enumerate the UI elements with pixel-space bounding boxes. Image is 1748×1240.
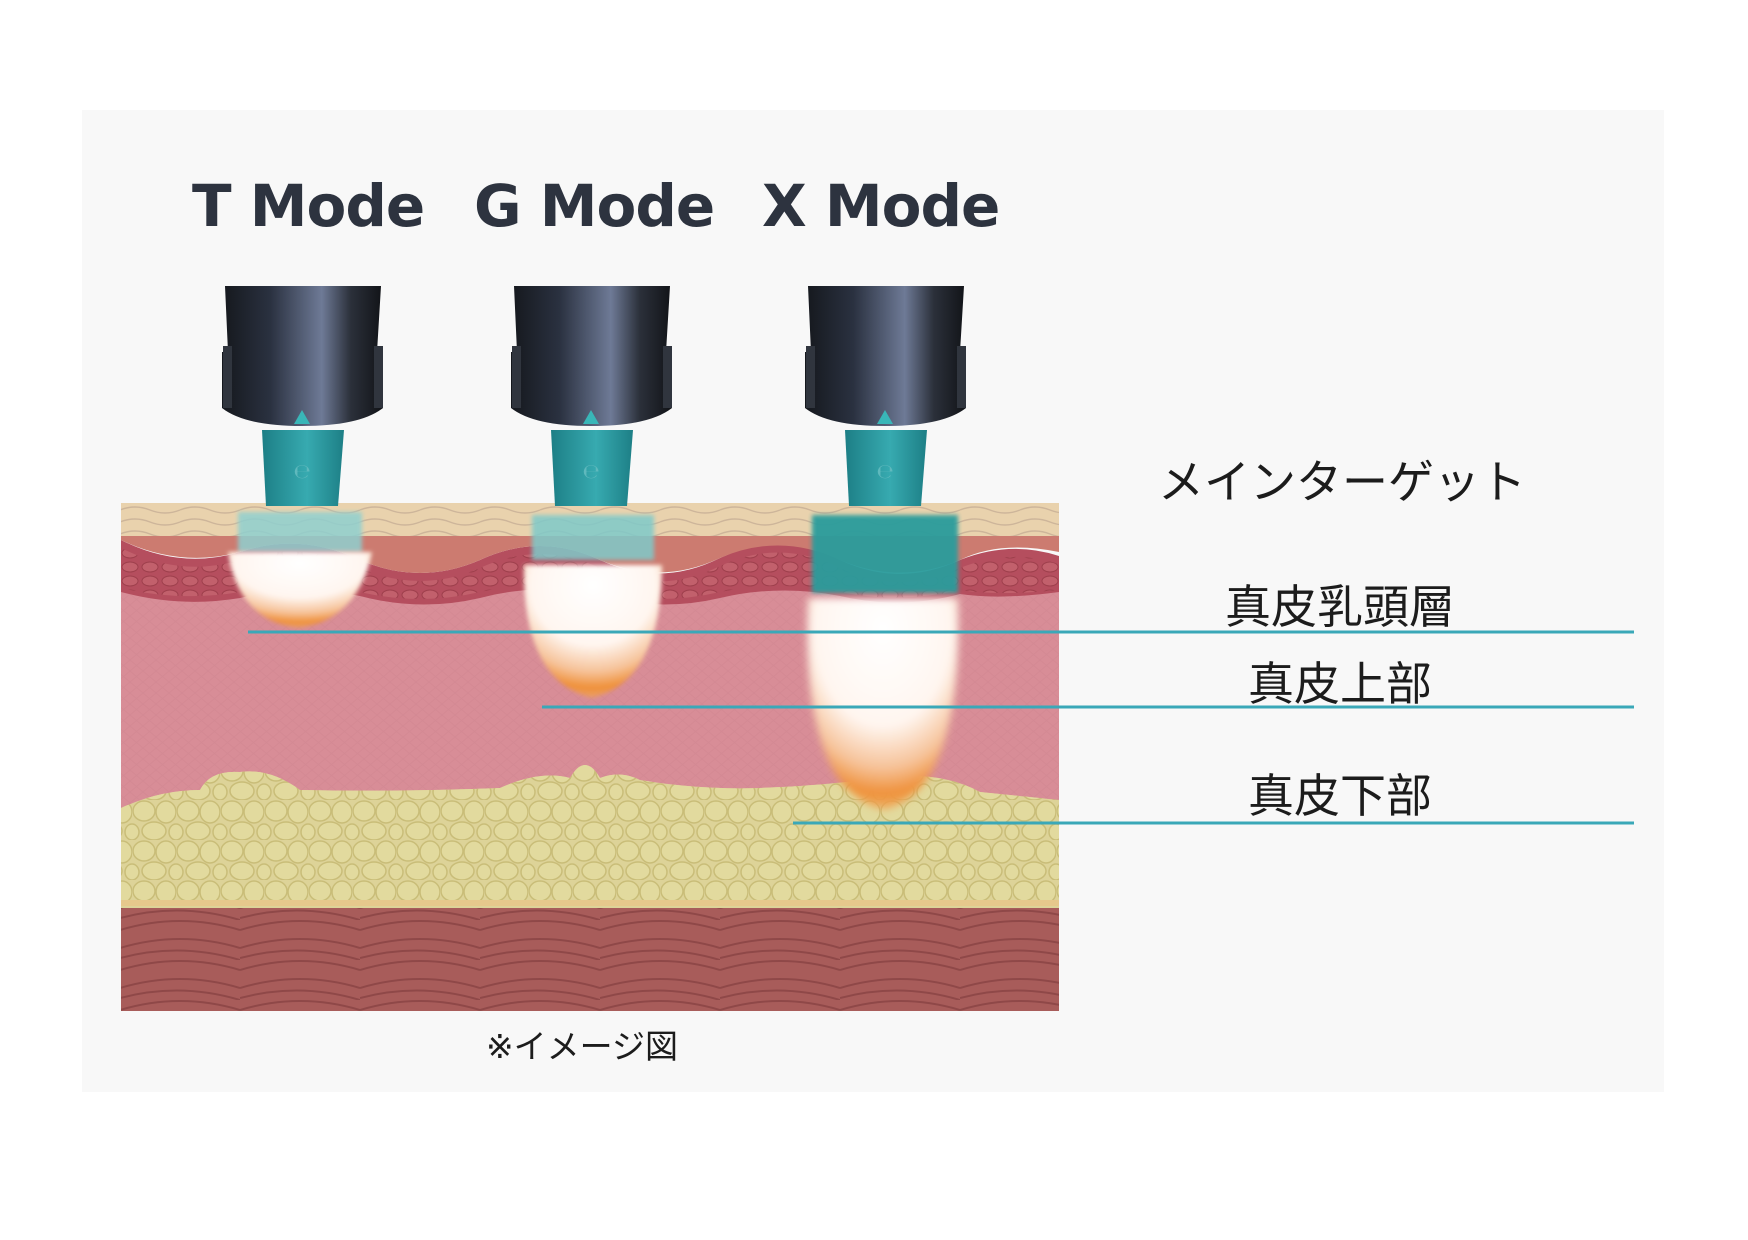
- svg-text:℮: ℮: [582, 459, 599, 483]
- handpiece-x: ℮: [805, 286, 966, 506]
- label-lower-dermis: 真皮下部: [1248, 769, 1432, 823]
- handpiece-g: ℮: [511, 286, 672, 506]
- label-papillary-dermis: 真皮乳頭層: [1225, 580, 1455, 634]
- svg-text:℮: ℮: [876, 459, 893, 483]
- heat-zone-x: [807, 515, 959, 810]
- main-target-header: メインターゲット: [1158, 455, 1526, 509]
- image-caption: ※イメージ図: [486, 1027, 678, 1066]
- mode-title-t: T Mode: [192, 172, 425, 240]
- triangle-marker: [294, 410, 310, 424]
- triangle-marker: [877, 410, 893, 424]
- panel-bottom-strip: [82, 1092, 1664, 1126]
- handpiece-t: ℮: [222, 286, 383, 506]
- heat-zone-t: [228, 512, 372, 628]
- mode-title-x: X Mode: [762, 172, 1000, 240]
- label-upper-dermis: 真皮上部: [1248, 657, 1432, 711]
- svg-text:℮: ℮: [293, 459, 310, 483]
- mode-title-g: G Mode: [474, 172, 715, 240]
- triangle-marker: [583, 410, 599, 424]
